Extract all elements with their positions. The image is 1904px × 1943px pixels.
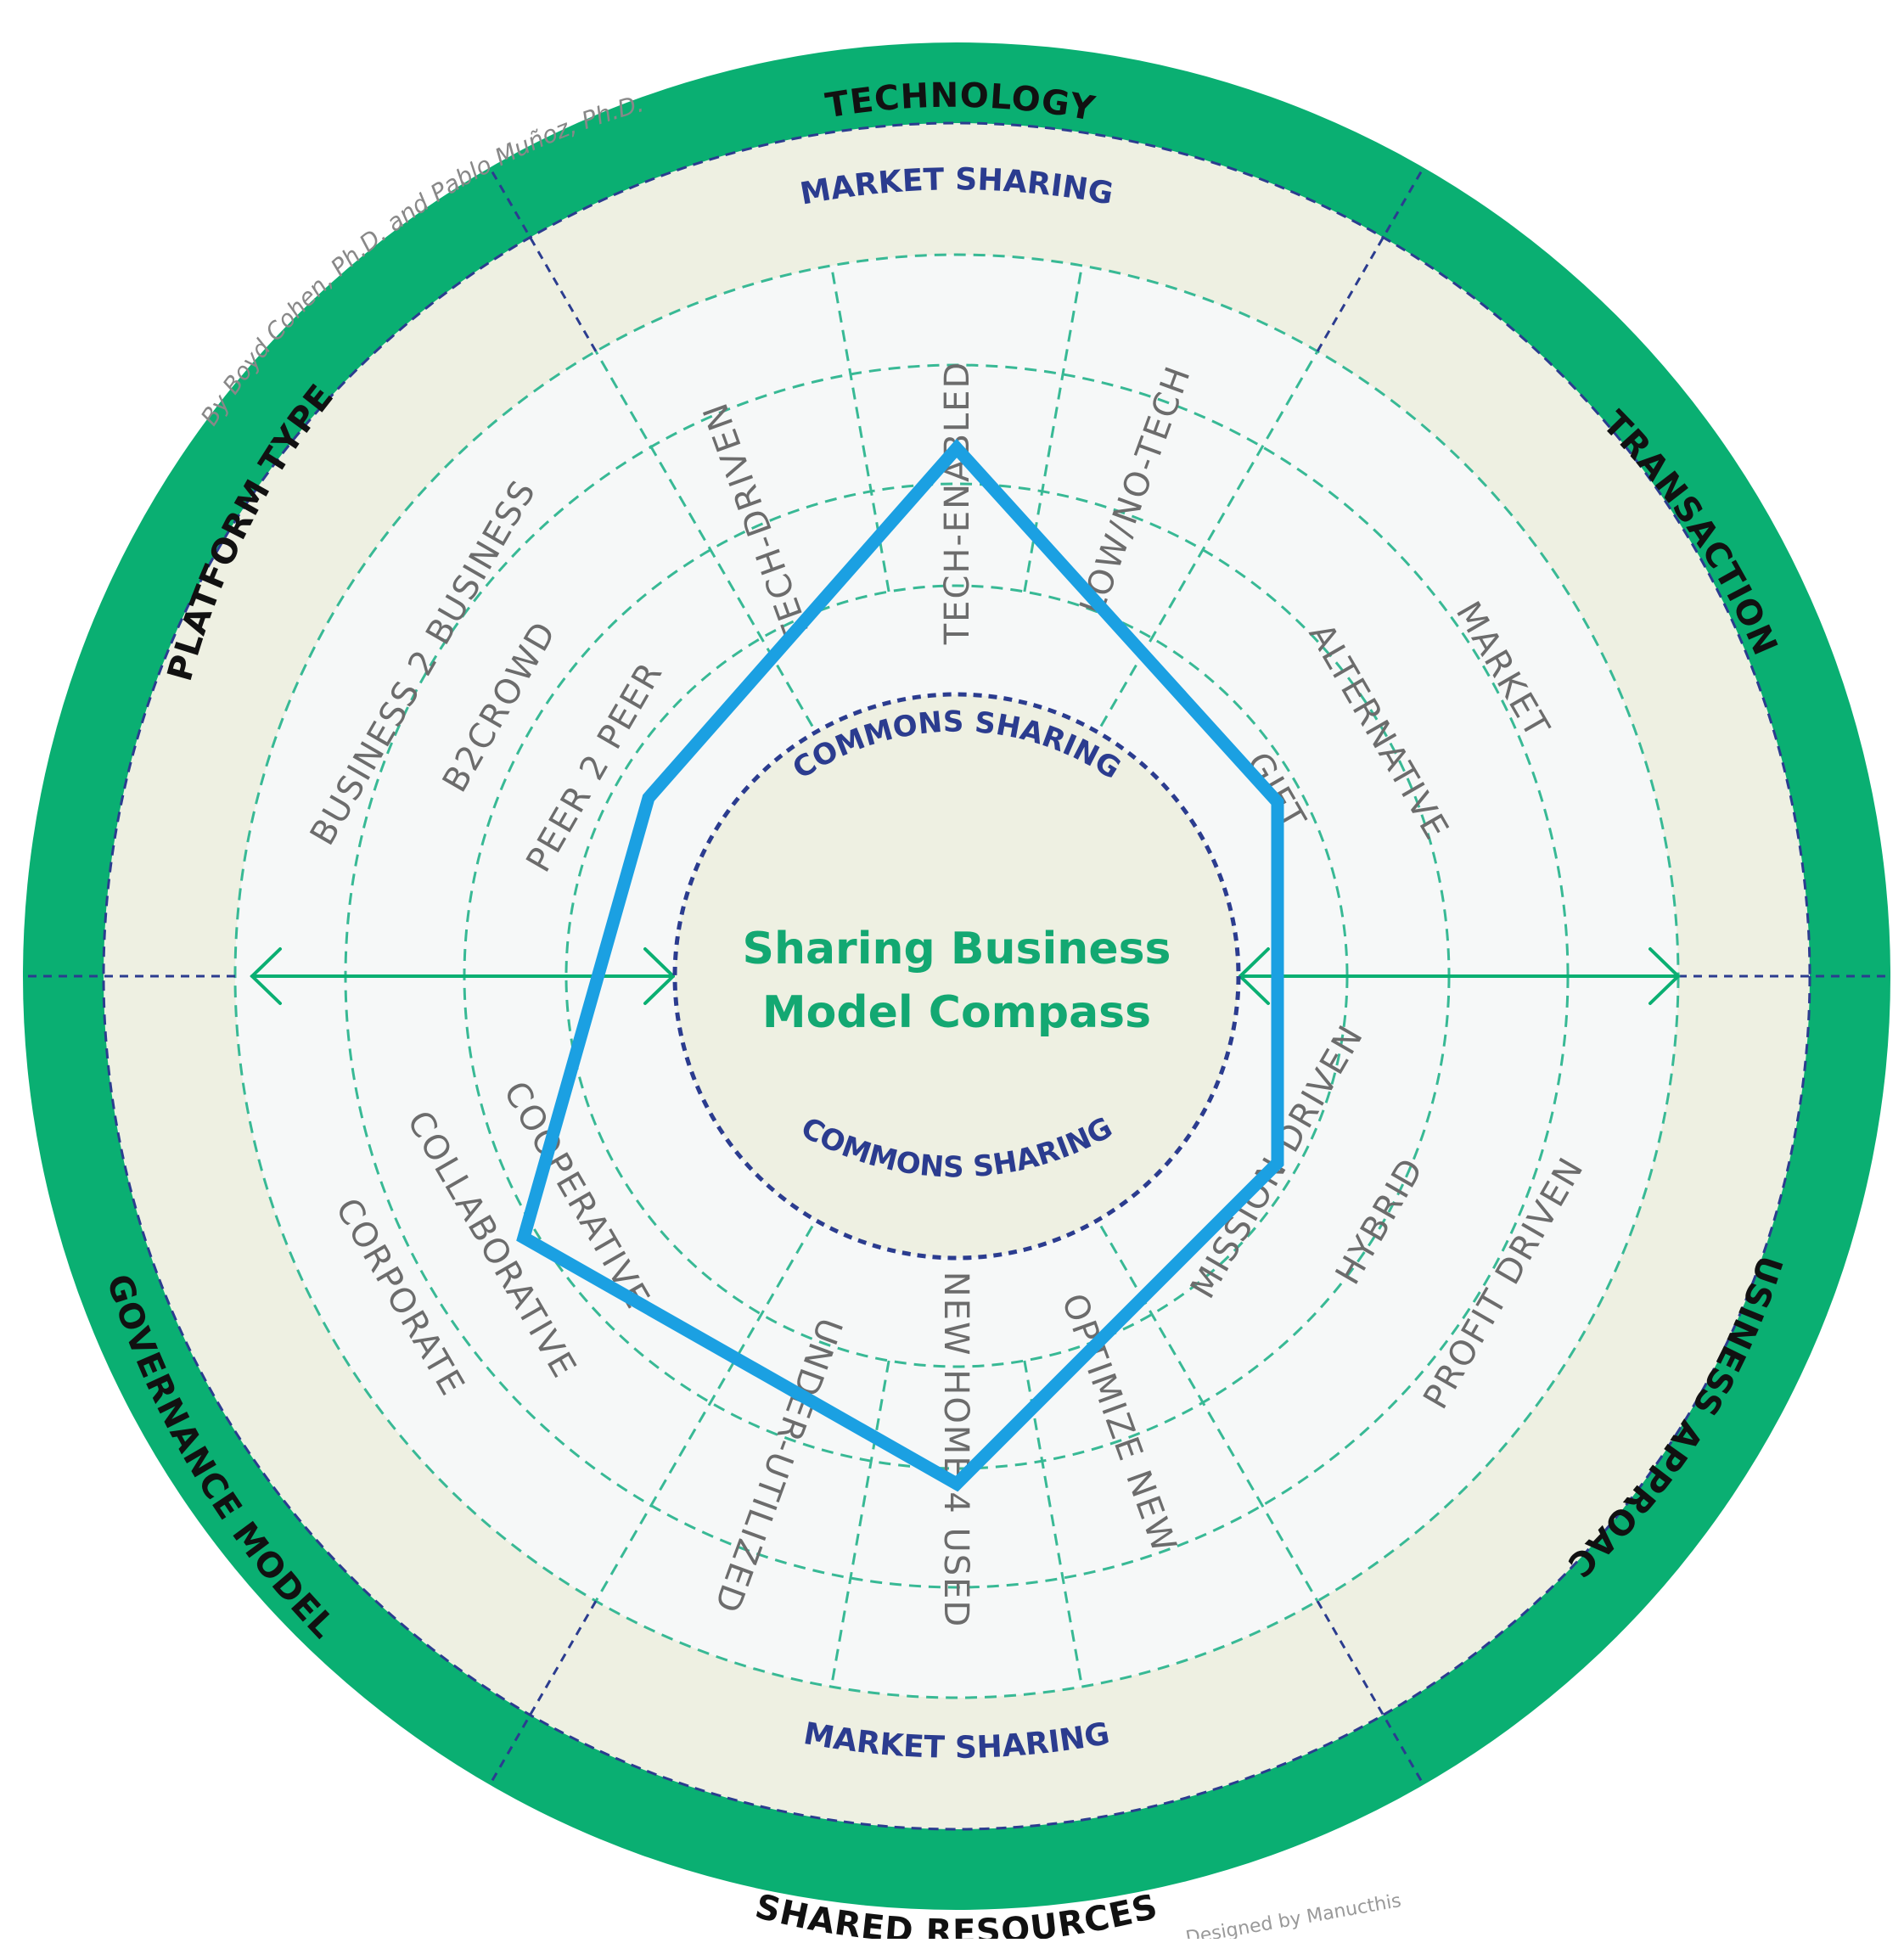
center-circle [675, 694, 1238, 1258]
right-arrow [1238, 947, 1681, 1005]
option-divider-line [829, 1360, 890, 1687]
band-divider-line [488, 1600, 598, 1786]
designer-credit: Designed by Manucthis [1184, 1890, 1402, 1939]
sector-divider-line [594, 1225, 814, 1602]
selected-profile-outline [516, 438, 1284, 1492]
band-divider-line [1316, 1600, 1425, 1786]
sector-dividers [594, 265, 1319, 1687]
sector-divider-line [594, 351, 814, 727]
market-ring-border [102, 121, 1811, 1831]
option-divider-line [1023, 1360, 1084, 1687]
option-divider-line [829, 265, 890, 592]
option-new-home-4-used: NEW HOME 4 USED [936, 1272, 975, 1628]
band-divider-line [1316, 166, 1425, 352]
title-line-2: Model Compass [762, 987, 1151, 1038]
sector-divider-line [1099, 1225, 1319, 1602]
band-divider-line [488, 166, 598, 352]
option-tech-enabled: TECH-ENABLED [938, 361, 977, 646]
title-line-1: Sharing Business [743, 924, 1171, 974]
band-dividers [23, 166, 1890, 1786]
sector-divider-line [1099, 351, 1319, 727]
commons-sharing-ring [672, 692, 1241, 1261]
option-divider-line [1023, 265, 1084, 592]
